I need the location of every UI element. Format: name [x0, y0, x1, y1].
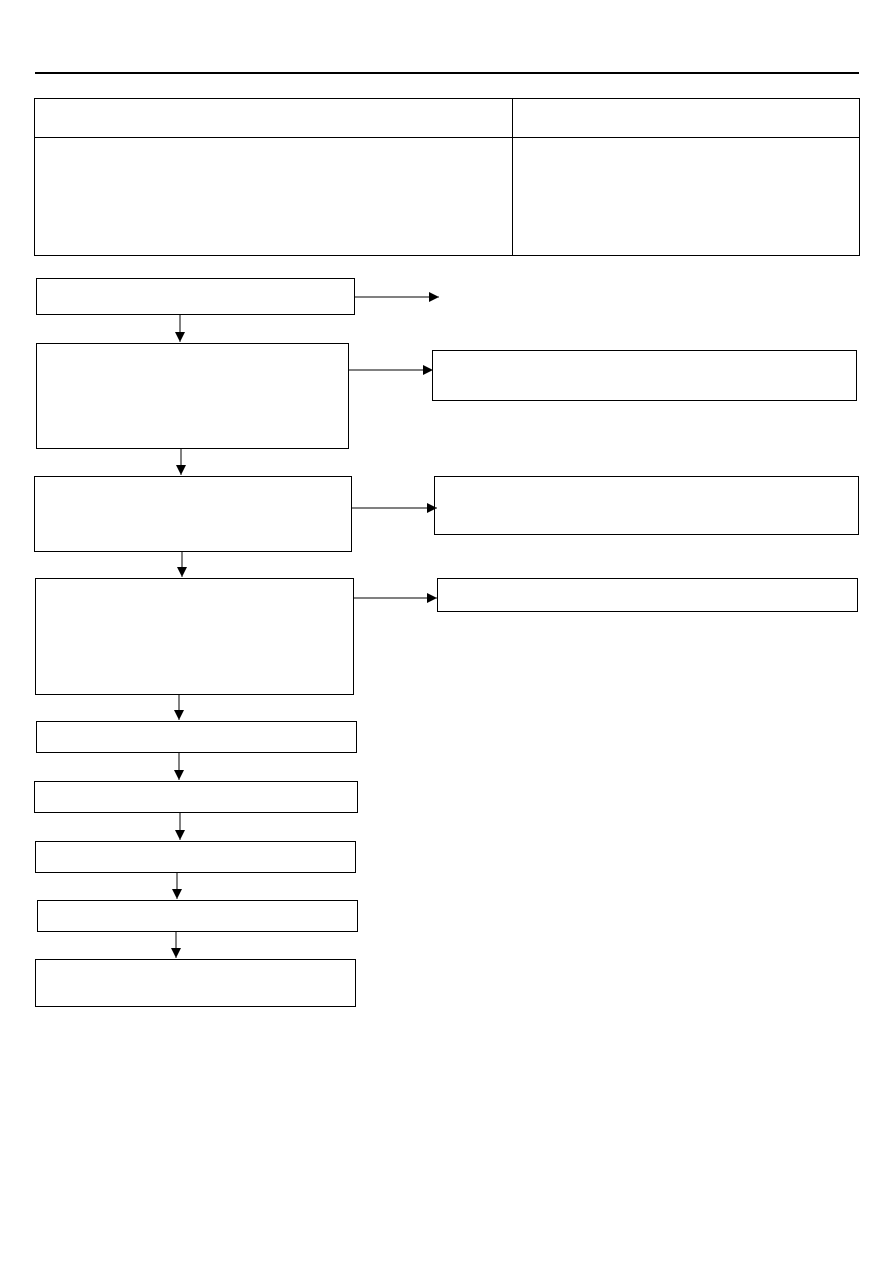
info-table-body-col2 — [513, 138, 859, 255]
flow-step-9-box — [35, 959, 356, 1007]
flow-step-8-box — [37, 900, 358, 932]
flow-step-4-box — [35, 578, 354, 695]
page-header-rule — [35, 72, 859, 74]
flow-step-1-box — [36, 278, 355, 315]
flow-step-7-box — [35, 841, 356, 873]
flow-step-1-branch-label — [444, 287, 844, 309]
flow-step-2-box — [36, 343, 349, 449]
info-table-header-col1 — [35, 99, 512, 137]
info-table-header-col2 — [513, 99, 859, 137]
info-table-row-divider — [35, 137, 859, 138]
flow-step-3-branch-box — [434, 476, 859, 535]
info-table-column-divider — [512, 99, 513, 255]
info-table-body-col1 — [35, 138, 512, 255]
flow-step-3-box — [34, 476, 352, 552]
flow-step-2-branch-box — [432, 350, 857, 401]
info-table — [34, 98, 860, 256]
flow-step-4-branch-box — [437, 578, 858, 612]
flow-step-5-box — [36, 721, 357, 753]
flow-step-6-box — [34, 781, 358, 813]
